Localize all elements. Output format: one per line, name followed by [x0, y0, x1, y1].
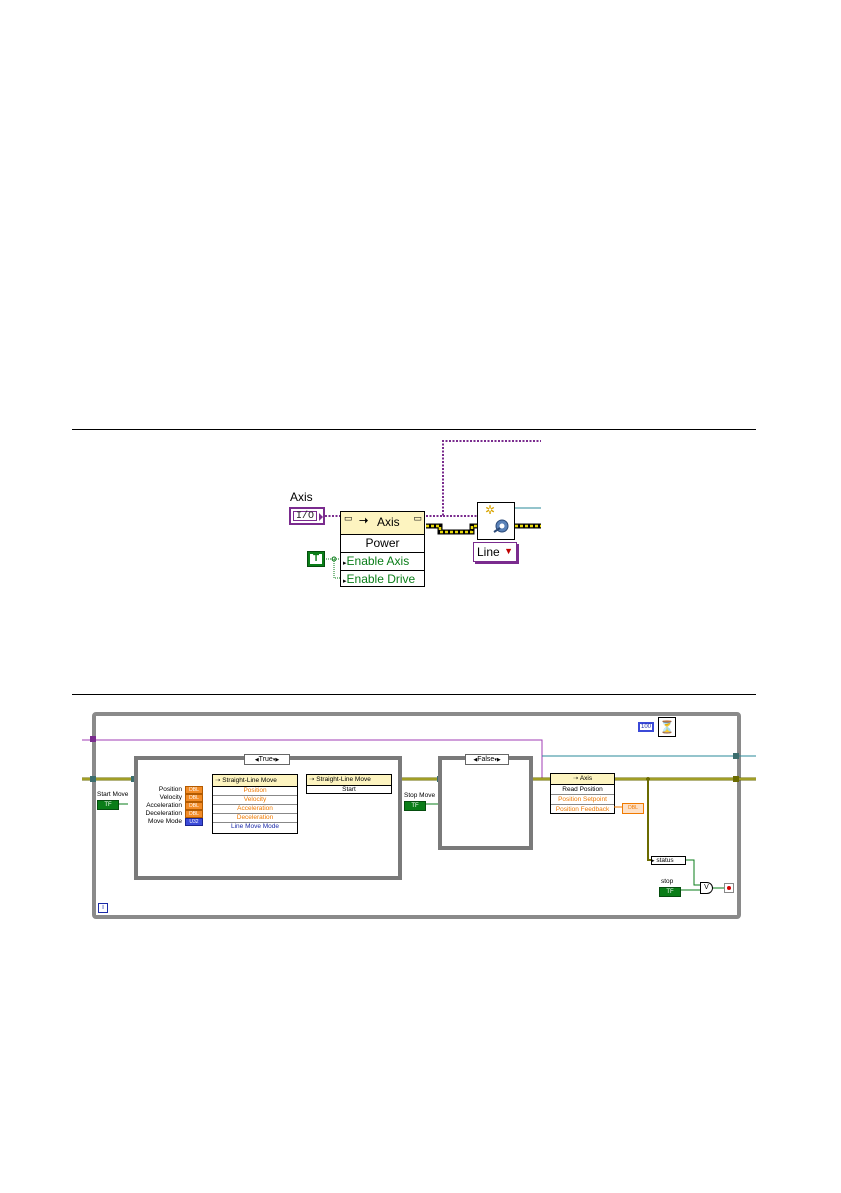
line-enum[interactable]: Line ▼	[473, 542, 517, 562]
input-label-position: Position	[158, 786, 182, 793]
true-constant[interactable]: T	[307, 551, 325, 567]
status-unbundle[interactable]: ▸ status	[651, 856, 686, 865]
axis-node-title: Axis	[377, 515, 400, 529]
axis-label: Axis	[290, 490, 313, 504]
reference-out-icon: ▭	[413, 513, 422, 523]
figure1-wires	[325, 440, 541, 579]
velocity-control[interactable]: DBL	[185, 794, 203, 802]
or-function[interactable]: V	[700, 882, 713, 894]
straight-line-move-property-node[interactable]: ➝ Straight-Line Move Position Velocity A…	[212, 774, 298, 834]
deceleration-control[interactable]: DBL	[185, 810, 203, 818]
enable-axis-property[interactable]: ▸Enable Axis	[341, 553, 424, 571]
figure-rule-middle	[72, 694, 756, 695]
while-loop	[92, 712, 741, 919]
input-label-deceleration: Deceleration	[145, 810, 183, 817]
chevron-down-icon: ▼	[504, 546, 513, 556]
io-constant-text: I/O	[293, 511, 317, 522]
start-move-control[interactable]: TF	[97, 800, 119, 810]
case-selector-false[interactable]: ◀False▾▶	[465, 754, 509, 765]
acceleration-control[interactable]: DBL	[185, 802, 203, 810]
position-feedback-property[interactable]: Position Feedback	[555, 806, 610, 813]
stop-move-label: Stop Move	[404, 792, 436, 799]
stop-condition-terminal[interactable]	[724, 883, 734, 893]
straight-line-move-start-node[interactable]: ➝ Straight-Line Move Start	[306, 774, 392, 794]
stop-control[interactable]: TF	[659, 887, 681, 897]
figure-rule-top	[72, 429, 756, 430]
reference-in-icon: ▭	[344, 513, 353, 523]
slm-prop-line-move-mode[interactable]: Line Move Mode	[230, 823, 280, 830]
slm-prop-deceleration[interactable]: Deceleration	[213, 814, 297, 823]
input-label-move-mode: Move Mode	[148, 818, 182, 825]
arrow-icon: ➝	[215, 777, 221, 784]
axis-node-method: Power	[341, 535, 424, 553]
line-create-node[interactable]: ✲	[477, 502, 515, 540]
enable-drive-property[interactable]: ▸Enable Drive	[343, 572, 416, 586]
arrow-icon: ➝	[572, 775, 579, 782]
axis-read-position-method: Read Position	[551, 785, 614, 795]
start-move-label: Start Move	[97, 791, 129, 798]
arrow-icon: ➝	[309, 776, 315, 783]
stop-move-control[interactable]: TF	[404, 801, 426, 811]
wait-timer-icon: ⏳	[658, 717, 676, 737]
true-constant-text: T	[310, 554, 322, 564]
input-label-velocity: Velocity	[159, 794, 182, 801]
input-label-acceleration: Acceleration	[146, 802, 182, 809]
figure-straight-line-move: ◀True▾▶ ◀False▾▶ Start Move TF Stop Move…	[0, 700, 841, 930]
line-enum-value: Line	[477, 545, 500, 559]
case-selector-true[interactable]: ◀True▾▶	[244, 754, 290, 765]
case-structure-false	[438, 756, 533, 850]
axis-read-position-node[interactable]: ➝ Axis Read Position Position Setpoint P…	[550, 773, 615, 814]
slm-start-method: Start	[342, 786, 356, 793]
figure2-wires	[82, 736, 756, 891]
wait-constant[interactable]: 100	[638, 722, 654, 732]
star-icon: ✲	[485, 503, 496, 517]
arrow-icon: ➝	[359, 515, 369, 527]
io-constant[interactable]: I/O	[289, 507, 325, 525]
gear-icon	[493, 519, 509, 533]
figure-power-axis: Axis I/O ▭ ➝ Axis ▭ Power ▸Enable Axis ▸…	[289, 440, 541, 587]
position-control[interactable]: DBL	[185, 786, 203, 794]
iteration-terminal: i	[98, 903, 108, 913]
axis-power-node[interactable]: ▭ ➝ Axis ▭ Power ▸Enable Axis ▸Enable Dr…	[340, 511, 425, 587]
slm-prop-acceleration[interactable]: Acceleration	[213, 805, 297, 814]
slm-prop-position[interactable]: Position	[213, 787, 297, 796]
position-setpoint-property[interactable]: Position Setpoint	[551, 795, 614, 805]
slm-prop-velocity[interactable]: Velocity	[213, 796, 297, 805]
stop-label: stop	[661, 878, 674, 885]
position-feedback-indicator[interactable]: DBL	[622, 803, 644, 814]
move-mode-control[interactable]: U32	[185, 818, 203, 826]
